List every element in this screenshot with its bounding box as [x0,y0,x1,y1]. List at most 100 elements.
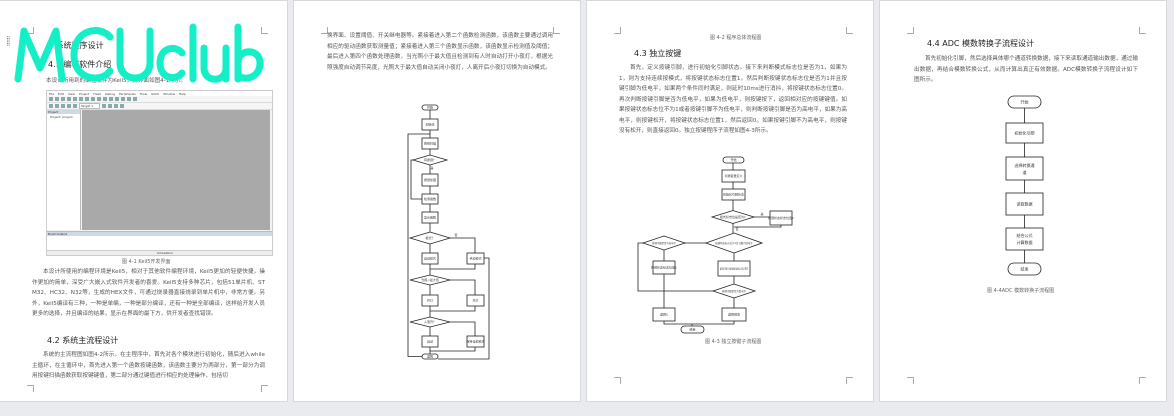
flow-box [1005,156,1044,181]
flow-box [421,173,439,187]
crop-mark [1139,27,1146,34]
flow-label: 按键状态标志位为1且引脚为低电平 [715,241,753,245]
flow-label: 计算数据 [1017,239,1033,245]
flow-box [1005,227,1044,251]
flow-box [421,193,439,205]
flow-box [717,260,751,277]
target-select: Target 1 [79,103,101,109]
drag-handle-icon[interactable]: ⠿⠿ [6,36,11,48]
flow-label: 手动模式 [469,256,481,261]
page-3: 图 4-2 程序总体流程图 4.3 独立按键 首先，定义按键引脚，进行初始化引脚… [586,0,874,402]
crop-mark [553,27,560,34]
flow-box [1005,192,1044,216]
paragraph: 系统的主流程图如图4-2所示。在主程序中，首先对各个模块进行初始化，随后进入wh… [32,352,265,379]
paragraph: 本设计所用到的编程软件为Keil5，其界面如图4-1所示。 [46,78,187,84]
flow-box [421,137,439,150]
crop-mark [261,27,268,34]
flow-decision [641,235,687,251]
menu-item: Tools [139,91,148,96]
flow-label: 引脚变量定义 [724,173,742,178]
flow-decision [409,316,451,328]
flow-label: 自动模式 [424,256,436,261]
flow-label: 关灯 [472,298,478,303]
flow-label: 结束 [689,327,695,332]
editor-area [82,110,270,230]
crop-mark [1139,377,1146,384]
flow-label: 开灯 [427,298,433,303]
flow-label: 保持当前模式 [466,339,484,344]
flow-label: 光照<最大值 [421,277,439,282]
flow-box [652,260,676,275]
menu-item: Flash [93,91,102,96]
flow-label: 返回键值 [728,312,740,317]
paragraph: 首先，定义按键引脚，进行初始化引脚状态。接下来判断模式标志位是否为1，如果为1，… [619,65,847,134]
menu-item: Peripherals [118,91,136,96]
flow-end [421,353,439,360]
flow-label: 道 [1023,169,1027,175]
paragraph: 本设计所使用的编程环境是Keil5，相对于其他软件编程环境，Keil5更加的轻便… [32,269,265,317]
flow-box [721,169,746,183]
flow-label: 开始 [427,105,433,110]
flow-box [421,252,439,265]
flow-end [680,325,705,334]
figure-caption: 图 4-2 程序总体流程图 [710,35,762,41]
flow-label: 否 [735,227,738,231]
build-output-panel: Build Output [47,231,272,251]
paragraph: 换界面、设置阈值、开关继电器等。紧接着进入第二个函数检测函数，该函数主要通过调用… [327,33,553,71]
crop-mark [27,27,34,34]
flow-label: 结合公式 [1017,232,1033,238]
menu-item: Window [163,91,175,96]
flow-label: 否 [454,233,457,237]
crop-mark [846,377,853,384]
heading-4: 4 系统程序设计 [48,41,104,50]
flow-label: 有按键？ [424,157,436,162]
flow-label: 初始化引脚状态 [723,192,744,197]
menu-item: Edit [58,91,64,96]
flow-decision [711,283,757,299]
status-bar: Simulation [47,250,272,255]
keil-toolbar [47,96,272,103]
flow-box [421,335,439,348]
flow-label: 人离开？ [424,319,436,324]
crop-mark [614,27,621,34]
flow-start [1007,95,1042,109]
flow-label: 延时消抖 按键状态标志位置0 [720,267,749,271]
menu-item: Debug [105,91,115,96]
crop-mark [321,27,328,34]
flow-label: 模式标志位是否为1 [720,214,746,219]
figure-caption: 图 4-3 独立按键子流程图 [705,339,762,345]
flow-box [769,210,793,226]
flow-label: 模式？ [425,235,434,240]
page-4: 4.4 ADC 模数转换子流程设计 首先初始化引脚，然后选择具体哪个通道转换数据… [879,0,1167,402]
menu-item: File [49,91,55,96]
flow-decision [408,231,452,245]
build-output-title: Build Output [47,232,272,236]
flow-label: 读取数据 [1017,201,1033,207]
flow-box [466,252,485,265]
flow-label: 按键状态标志位置1 [768,215,794,220]
flow-start [722,156,745,164]
flow-label: 按键引脚是否为低电平 [722,289,747,293]
flow-decision [411,154,449,166]
heading-4-3: 4.3 独立按键 [634,49,682,58]
crop-mark [846,27,853,34]
crop-mark [614,377,621,384]
flow-label: 按键引脚是否为高电平 [652,241,677,245]
crop-mark [27,385,34,392]
figure-caption: 图 4-1 Keil5开发界面 [122,259,171,265]
heading-4-2: 4.2 系统主流程设计 [47,336,119,345]
flow-box [466,335,485,348]
crop-mark [261,385,268,392]
flow-label: 开始 [1021,99,1029,105]
flow-label: 按键处理 [424,177,436,182]
flow-label: 开始 [730,157,736,162]
page-2: 换界面、设置阈值、开关继电器等。紧接着进入第二个函数检测函数，该函数主要通过调用… [293,0,581,402]
flow-label: 显示函数 [424,215,436,220]
flow-box [1005,122,1044,144]
crop-mark [907,377,914,384]
flow-box [721,188,746,201]
heading-4-1: 4.1 编程软件介绍 [48,60,112,69]
